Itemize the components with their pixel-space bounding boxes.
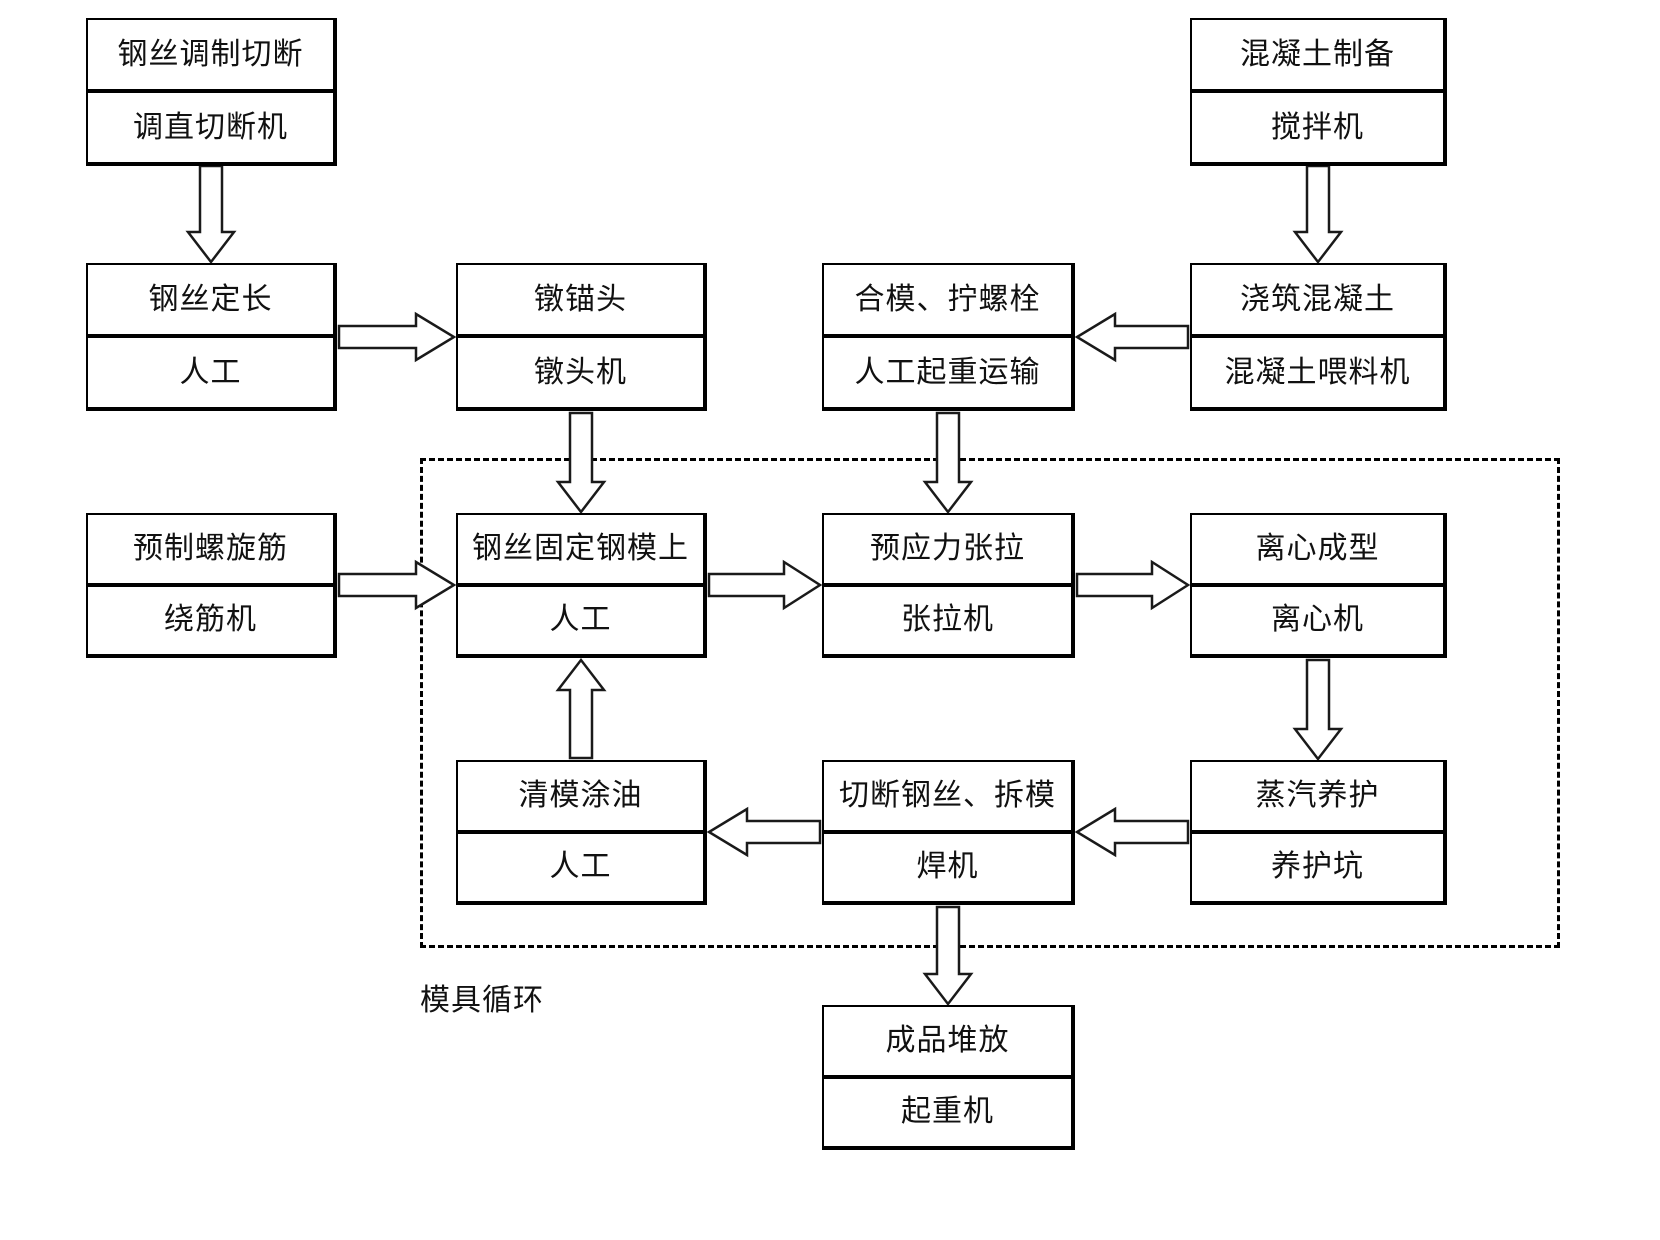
node-resource-label: 张拉机	[901, 603, 994, 637]
node-clean-oil-mold[interactable]: 清模涂油 人工	[456, 760, 707, 905]
node-centrifugal-forming[interactable]: 离心成型 离心机	[1190, 513, 1447, 658]
mold-cycle-label: 模具循环	[420, 984, 544, 1017]
arrow-down-concreteprep-to-pour	[1292, 164, 1344, 265]
node-wire-fix-mold[interactable]: 钢丝固定钢模上 人工	[456, 513, 707, 658]
node-resource-label: 混凝土喂料机	[1224, 355, 1411, 389]
node-process-label: 钢丝定长	[88, 265, 333, 338]
node-resource-label: 养护坑	[1271, 850, 1364, 884]
node-resource-label: 调直切断机	[133, 110, 288, 144]
node-process-label: 镦锚头	[458, 265, 703, 338]
mold-cycle-region	[420, 458, 1560, 948]
node-resource-label: 离心机	[1271, 603, 1364, 637]
node-resource-label: 起重机	[901, 1095, 994, 1129]
arrow-left-pour-to-closemold	[1074, 311, 1190, 363]
node-pour-concrete[interactable]: 浇筑混凝土 混凝土喂料机	[1190, 263, 1447, 411]
node-process-label: 预制螺旋筋	[88, 515, 333, 587]
node-cut-wire-demold[interactable]: 切断钢丝、拆模 焊机	[822, 760, 1075, 905]
node-finished-stacking[interactable]: 成品堆放 起重机	[822, 1005, 1075, 1150]
node-process-label: 清模涂油	[458, 762, 703, 834]
node-process-label: 浇筑混凝土	[1192, 265, 1443, 338]
node-close-mold[interactable]: 合模、拧螺栓 人工起重运输	[822, 263, 1075, 411]
node-prestress-tension[interactable]: 预应力张拉 张拉机	[822, 513, 1075, 658]
node-anchor-head[interactable]: 镦锚头 镦头机	[456, 263, 707, 411]
node-process-label: 钢丝固定钢模上	[458, 515, 703, 587]
node-concrete-prep[interactable]: 混凝土制备 搅拌机	[1190, 18, 1447, 166]
node-resource-label: 镦头机	[534, 355, 627, 389]
node-process-label: 成品堆放	[824, 1007, 1071, 1079]
node-resource-label: 焊机	[916, 850, 979, 884]
node-resource-label: 人工起重运输	[854, 355, 1041, 389]
node-steel-wire-cut[interactable]: 钢丝调制切断 调直切断机	[86, 18, 337, 166]
arrow-right-wirelength-to-anchorhead	[337, 311, 457, 363]
node-process-label: 钢丝调制切断	[88, 20, 333, 93]
node-resource-label: 绕筋机	[164, 603, 257, 637]
node-resource-label: 搅拌机	[1271, 110, 1364, 144]
node-process-label: 切断钢丝、拆模	[824, 762, 1071, 834]
node-resource-label: 人工	[179, 355, 242, 389]
node-wire-length[interactable]: 钢丝定长 人工	[86, 263, 337, 411]
node-process-label: 混凝土制备	[1192, 20, 1443, 93]
node-steam-curing[interactable]: 蒸汽养护 养护坑	[1190, 760, 1447, 905]
node-process-label: 合模、拧螺栓	[824, 265, 1071, 338]
node-resource-label: 人工	[549, 603, 612, 637]
node-resource-label: 人工	[549, 850, 612, 884]
node-process-label: 预应力张拉	[824, 515, 1071, 587]
node-process-label: 离心成型	[1192, 515, 1443, 587]
node-process-label: 蒸汽养护	[1192, 762, 1443, 834]
arrow-down-wirecut-to-wirelength	[185, 164, 237, 265]
node-spiral-bar[interactable]: 预制螺旋筋 绕筋机	[86, 513, 337, 658]
